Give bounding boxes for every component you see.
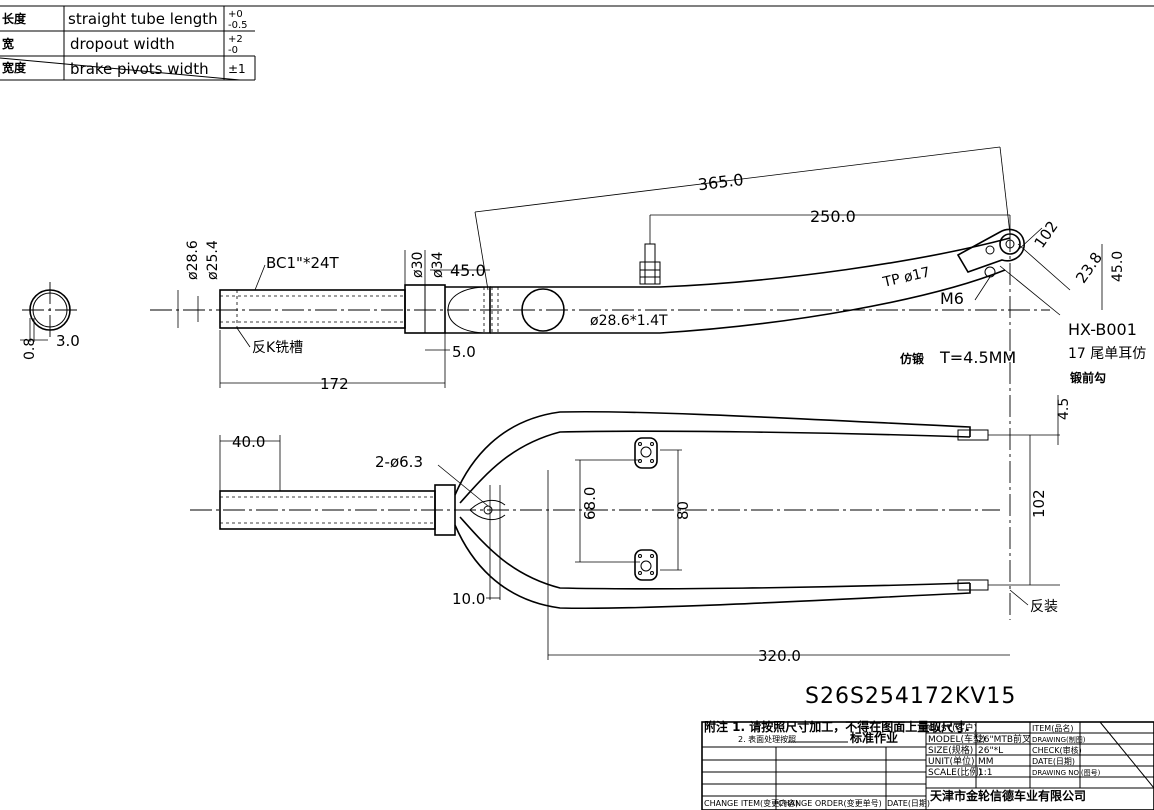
hole-spec-label: 2-ø6.3 (375, 453, 423, 471)
tb-value-scale: 1:1 (978, 768, 992, 778)
dropout-note-2: 锻前勾 (1070, 370, 1106, 385)
title-block: 附注 1. 请按照尺寸加工，不得在图面上量取尺寸. 2. 表面处理按照 标准作业… (701, 719, 1154, 810)
tb-change-order: CHANGE ORDER(变更单号) (778, 798, 882, 808)
tol-row-1-label: straight tube length (68, 10, 218, 28)
drawing-code: S26S254172KV15 (805, 684, 1016, 709)
brake-boss-post (644, 243, 656, 285)
tb-date: DATE(日期) (887, 799, 930, 808)
tb-label-unit: UNIT(单位) (928, 755, 975, 767)
tol-row-3-tol: ±1 (228, 62, 246, 76)
tb-label-check: CHECK(审核) (1032, 745, 1082, 755)
tb-label-date: DATE(日期) (1032, 757, 1075, 766)
dim-102-bottom: 102 (1030, 489, 1048, 518)
dim-0-8: 0.8 (22, 338, 38, 360)
dim-d30: ø30 (410, 252, 426, 278)
fork-leg-top-edge (490, 237, 1011, 288)
tb-label-size: SIZE(规格) (928, 744, 973, 756)
brake-boss-lower (634, 549, 658, 581)
tb-label-scale: SCALE(比例) (928, 766, 982, 778)
groove-label: 反K铣槽 (252, 340, 303, 356)
forging-label: 仿锻 (900, 351, 924, 366)
brake-boss-upper (634, 437, 658, 469)
tb-label-cust: CUST(客户) (928, 722, 977, 734)
tol-row-3-label: brake pivots width (70, 60, 209, 78)
tol-row-2-upper: +2 (228, 34, 243, 45)
tol-row-2-label: dropout width (70, 35, 175, 53)
tol-row-1-cn: 长度 (2, 11, 27, 26)
m6-label: M6 (940, 289, 964, 308)
tb-value-model: 26"MTB前叉 (978, 733, 1031, 745)
tb-label-model: MODEL(车型) (928, 733, 986, 745)
dim-10-0: 10.0 (452, 590, 485, 608)
tb-label-drawing: DRAWING(制图) (1032, 735, 1086, 744)
dim-4-5: 4.5 (1056, 398, 1072, 420)
dim-23-8: 23.8 (1072, 249, 1106, 287)
tube-spec-label: ø28.6*1.4T (590, 313, 668, 329)
dim-40-0: 40.0 (232, 433, 265, 451)
note-1: 附注 1. 请按照尺寸加工，不得在图面上量取尺寸. (704, 719, 970, 734)
tb-change-item: CHANGE ITEM(变更内容) (704, 798, 798, 808)
dim-3-0: 3.0 (56, 332, 80, 350)
dropout-note-1: 17 尾单耳仿 (1068, 346, 1146, 362)
dim-250: 250.0 (810, 207, 856, 226)
thickness-label: T=4.5MM (939, 348, 1016, 367)
dim-5-0: 5.0 (452, 343, 476, 361)
plan-leg-lower-outer (454, 524, 971, 610)
dim-320: 320.0 (758, 647, 801, 665)
tube-section-view: 0.8 3.0 (20, 282, 80, 360)
dim-68-0: 68.0 (581, 487, 599, 520)
crown (445, 286, 491, 334)
thread-label: BC1"*24T (266, 254, 340, 272)
dim-d25-4: ø25.4 (205, 240, 221, 280)
dim-d34: ø34 (430, 252, 446, 278)
tol-row-2-cn: 宽 (1, 36, 14, 51)
tb-value-unit: MM (978, 757, 994, 767)
dim-d28-6: ø28.6 (185, 240, 201, 280)
tol-row-2-lower: -0 (228, 45, 238, 56)
tb-value-size: 26"*L (978, 746, 1003, 756)
plan-leg-upper-outer (454, 410, 971, 496)
dim-45-top: 45.0 (450, 261, 486, 280)
tb-label-item: ITEM(品名) (1032, 723, 1073, 733)
leg-section-circle (521, 288, 565, 332)
tol-row-3-cn: 宽度 (1, 60, 27, 75)
part-number: HX-B001 (1068, 320, 1137, 339)
dim-365: 365.0 (697, 170, 745, 194)
fork-leg-bottom-edge (490, 269, 1006, 334)
dim-172: 172 (320, 375, 349, 393)
plan-view: 40.0 68.0 (190, 395, 1072, 665)
tb-label-drawing-no: DRAWING NO.(图号) (1032, 769, 1101, 777)
tp-label: TP ø17 (881, 264, 932, 291)
dim-80: 80 (674, 501, 692, 520)
tolerance-table: 长度 宽 宽度 straight tube length dropout wid… (0, 5, 1154, 81)
tol-row-1-upper: +0 (228, 9, 243, 20)
tb-company: 天津市金轮信德车业有限公司 (930, 788, 1086, 803)
dropout (956, 228, 1025, 273)
dim-102-top: 102 (1030, 218, 1061, 252)
reverse-mount-label: 反装 (1030, 599, 1058, 615)
side-view: 365.0 250.0 102 23.8 45.0 45.0 ø28.6 ø25… (150, 146, 1146, 620)
note-2: 2. 表面处理按照 (738, 734, 796, 744)
note-2-tail: 标准作业 (849, 730, 898, 745)
tol-row-1-lower: -0.5 (228, 20, 248, 31)
dim-45-right: 45.0 (1110, 251, 1126, 282)
